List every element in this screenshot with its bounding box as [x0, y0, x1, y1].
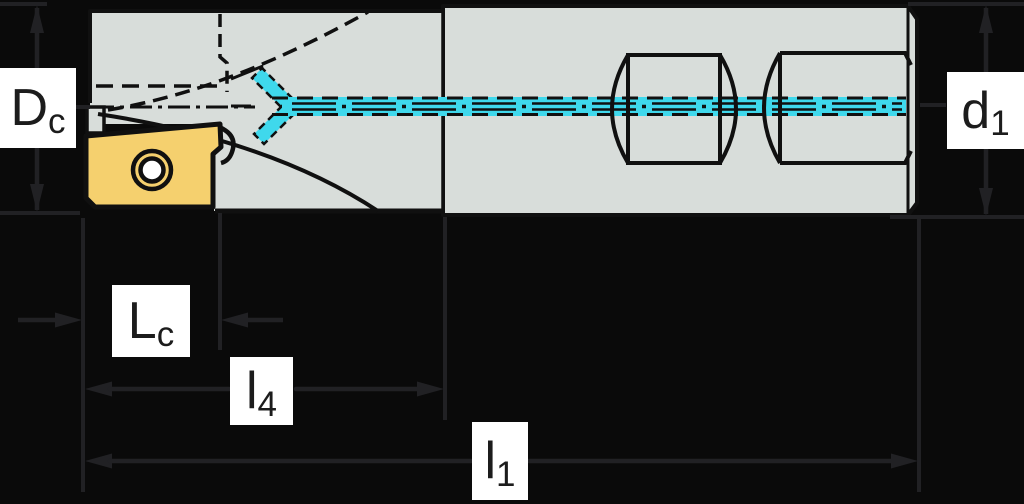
coolant-channel: [250, 66, 906, 146]
label-dc-sub: c: [48, 101, 66, 141]
insert-pocket-shim: [85, 105, 106, 135]
label-l4-sub: 4: [257, 384, 278, 424]
label-d1-main: d: [961, 81, 991, 140]
coolant-bore-highlight: [282, 97, 906, 116]
insert-pocket-hook: [218, 124, 236, 166]
l1-arrow-left: [85, 453, 112, 469]
dim-d1: [890, 2, 1024, 219]
dc-arrow-down: [30, 184, 44, 212]
l1-arrow-right: [891, 453, 918, 469]
bore-right-top-edge: [780, 51, 913, 66]
edge-detail-line-upper: [230, 64, 264, 81]
head-body: [90, 11, 443, 211]
flute-edge: [97, 112, 380, 213]
l4-arrow-right: [417, 381, 444, 397]
bore-left-arc-right: [718, 53, 738, 165]
d1-arrow-down: [979, 188, 993, 216]
dim-dc: [0, 2, 90, 215]
label-lc-main: L: [127, 292, 157, 350]
label-l1-sub: 1: [496, 454, 516, 494]
flute-helix-hidden-line: [107, 10, 369, 112]
hidden-detail-lines: [92, 10, 369, 112]
insert-screw-hole-inner: [138, 156, 166, 184]
shank-bore-left: [610, 53, 738, 165]
label-dc-main: D: [10, 79, 49, 137]
label-lc-sub: c: [156, 314, 175, 354]
label-d1-sub: 1: [990, 104, 1010, 143]
lc-arrow-left: [221, 312, 248, 328]
indexable-insert: [83, 121, 224, 210]
bore-right-bottom-edge: [780, 150, 913, 165]
dim-l4: [85, 381, 444, 397]
insert-screw-hole-outer: [130, 148, 174, 192]
extension-lines: [81, 213, 921, 492]
dim-l1: [85, 453, 918, 469]
dimension-annotations: [0, 2, 1024, 492]
label-l1-main: l: [484, 432, 497, 490]
label-l4-main: l: [245, 362, 258, 420]
bore-left-arc-left: [610, 53, 630, 165]
l4-arrow-left: [85, 381, 112, 397]
tool-head: [85, 8, 445, 214]
dim-lc: [18, 312, 283, 328]
dc-arrow-up: [30, 5, 44, 33]
shank-bore-right: [762, 51, 913, 165]
flute-arc: [97, 112, 380, 213]
d1-arrow-up: [979, 5, 993, 33]
head-top-front-outline: [88, 9, 443, 103]
lc-arrow-right: [55, 312, 82, 328]
bore-right-arc: [762, 51, 782, 165]
